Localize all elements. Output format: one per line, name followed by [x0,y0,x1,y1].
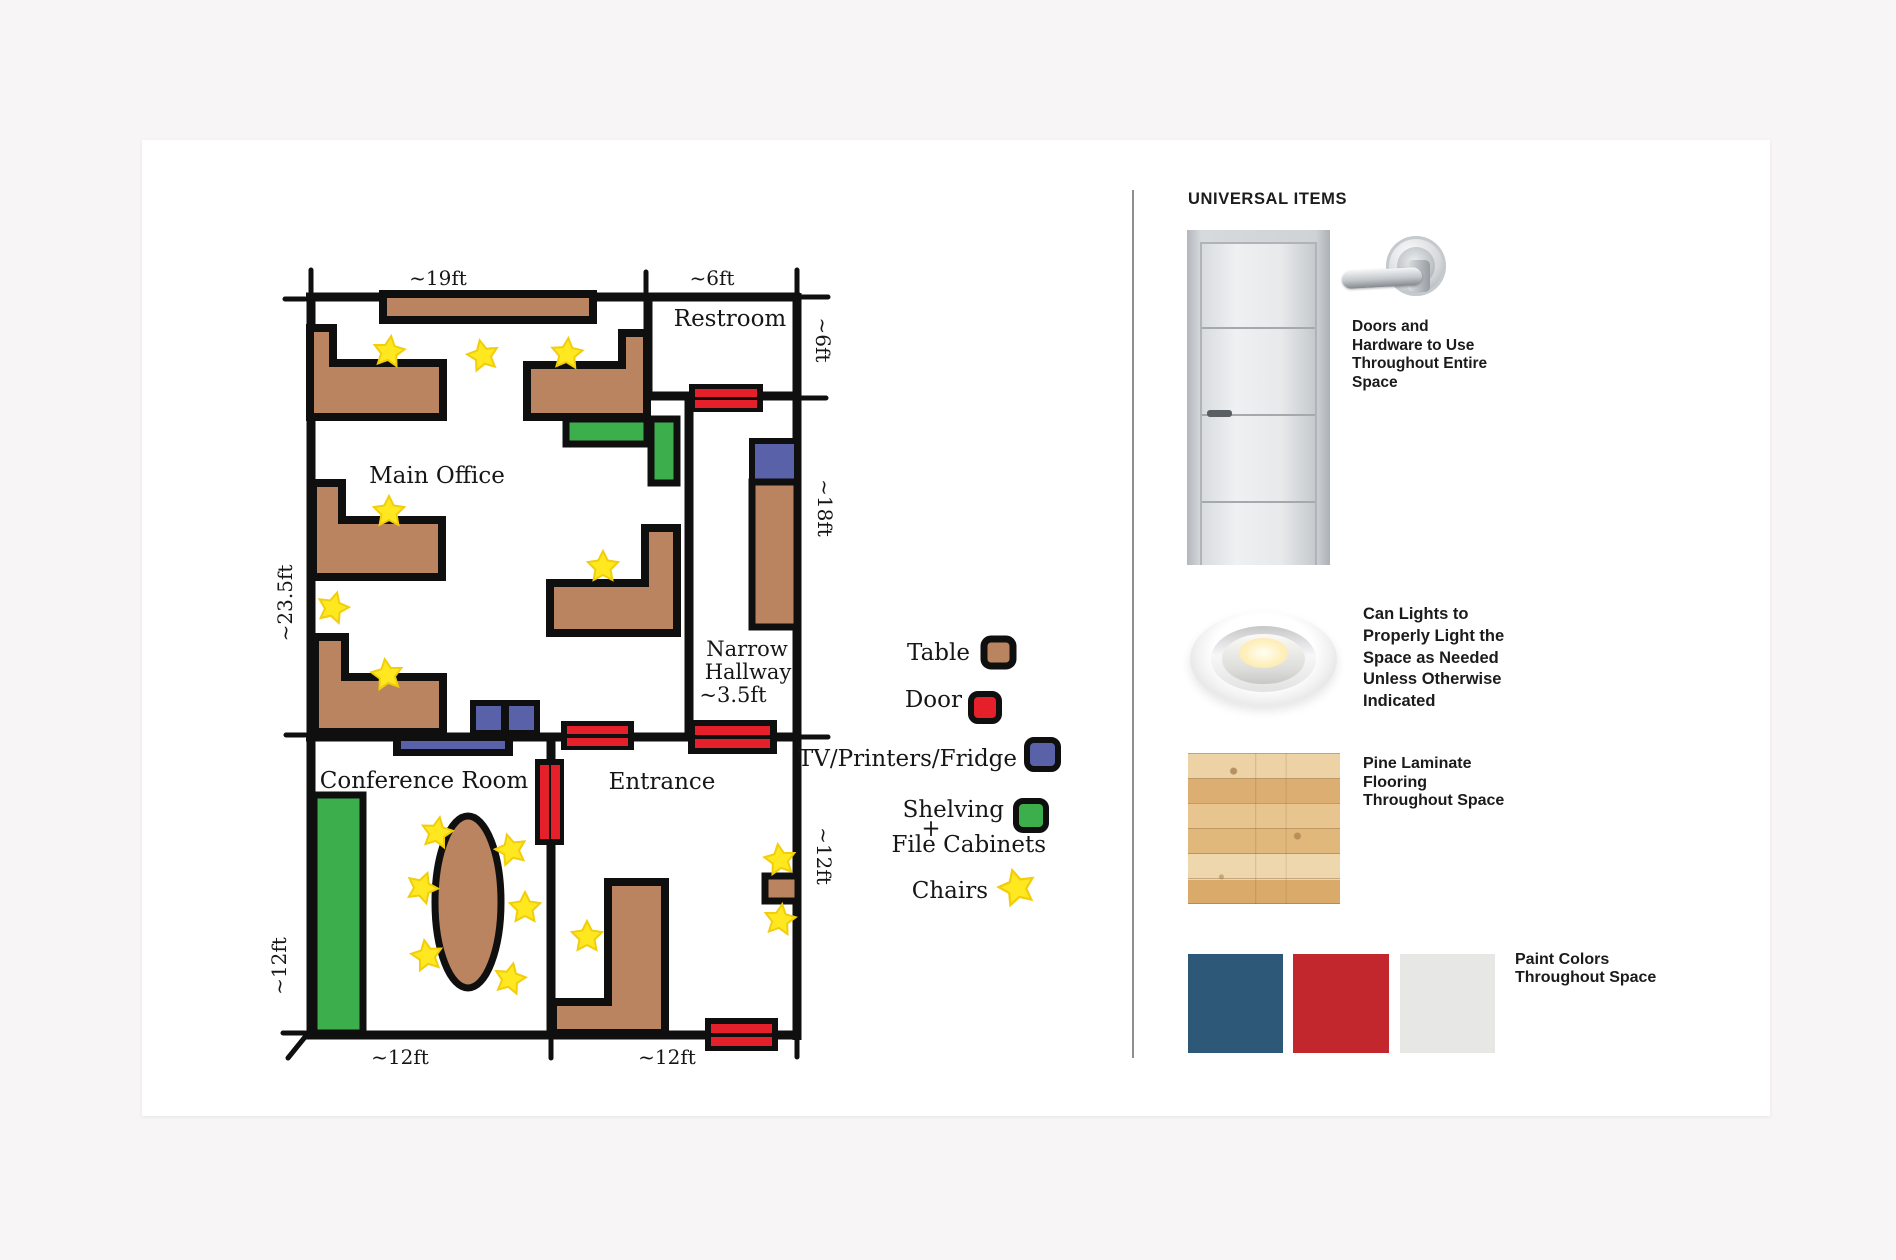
hallway-bottom-door [688,720,777,754]
desk-mid-right [546,524,681,637]
flooring-caption: Pine Laminate Flooring Throughout Space [1363,755,1505,809]
dim-hallway-right: ~18ft [813,479,837,537]
legend-chair-star [994,864,1039,909]
legend: Table Door TV/Printers/Fridge Shelving +… [798,635,1061,909]
dimension-ticks [280,267,831,1061]
chair-star [491,959,530,996]
legend-tv-label: TV/Printers/Fridge [798,746,1017,772]
shelving-conference [310,791,367,1037]
dim-entrance-right: ~12ft [812,827,836,885]
chair-star [762,901,799,936]
door-handle-icon [1207,410,1232,418]
label-hallway-line2: Hallway [705,660,792,684]
shelving-office-vertical [647,415,681,487]
conference-entrance-door [535,759,564,845]
label-hallway-line1: Narrow [706,637,788,661]
legend-table-label: Table [907,640,970,666]
dim-restroom-right: ~6ft [811,318,835,363]
legend-shelving-label-line2: File Cabinets [892,832,1046,858]
table-hallway [748,478,801,631]
legend-door-label: Door [905,687,962,713]
printer-left [470,700,507,736]
paint-caption: Paint Colors Throughout Space [1515,951,1657,986]
conference-top-door [561,721,634,750]
label-restroom: Restroom [674,306,787,332]
label-hallway-line3: ~3.5ft [699,683,767,707]
legend-table-swatch [980,635,1017,670]
entrance-bottom-door [705,1018,778,1051]
legend-shelving-plus: + [921,816,940,842]
legend-shelving-swatch [1013,798,1049,833]
shelving-office-horizontal [562,415,651,448]
section-divider [1132,190,1134,1058]
label-entrance: Entrance [609,769,716,795]
dim-restroom-top: ~6ft [690,266,735,290]
label-conference-room: Conference Room [320,768,529,794]
chair-star [313,587,353,626]
can-light-image [1190,612,1337,706]
flooring-image [1188,753,1340,904]
paint-swatch-red [1293,954,1389,1053]
desk-upper-right [523,329,651,421]
conference-table [431,812,505,992]
chair-star [761,841,798,876]
desk-entrance [549,878,669,1037]
legend-door-swatch [968,691,1002,724]
chair-star [463,336,502,373]
tv-mount-screen [401,741,505,749]
doors-caption: Doors and Hardware to Use Throughout Ent… [1352,318,1488,391]
paint-swatch-blue [1188,954,1283,1053]
dim-conference-left: ~12ft [267,937,291,995]
paint-swatch-gray [1400,954,1495,1053]
chair-star [508,891,542,922]
label-main-office: Main Office [369,463,505,489]
dim-conference-bottom: ~12ft [371,1045,429,1069]
fridge-hallway [749,438,800,485]
table-entrance-wall [761,872,802,905]
chair-star [570,920,604,951]
desk-upper-left [306,324,447,421]
restroom-door [689,384,763,412]
dim-office-left: ~23.5ft [273,565,297,642]
dim-entrance-bottom: ~12ft [638,1045,696,1069]
door-image [1187,230,1330,565]
dim-office-top: ~19ft [409,266,467,290]
legend-tv-swatch [1024,737,1061,772]
legend-shelving-label-line1: Shelving [903,797,1005,823]
desk-mid-left [309,479,446,581]
can-lights-caption: Can Lights to Properly Light the Space a… [1363,605,1505,711]
universal-items-heading: UNIVERSAL ITEMS [1188,190,1348,208]
printer-right [503,700,540,736]
door-handle-image [1341,236,1454,306]
legend-chairs-label: Chairs [912,878,988,904]
door-slab [1200,242,1317,565]
chair-star [586,550,620,581]
desk-top-wall [379,290,597,324]
